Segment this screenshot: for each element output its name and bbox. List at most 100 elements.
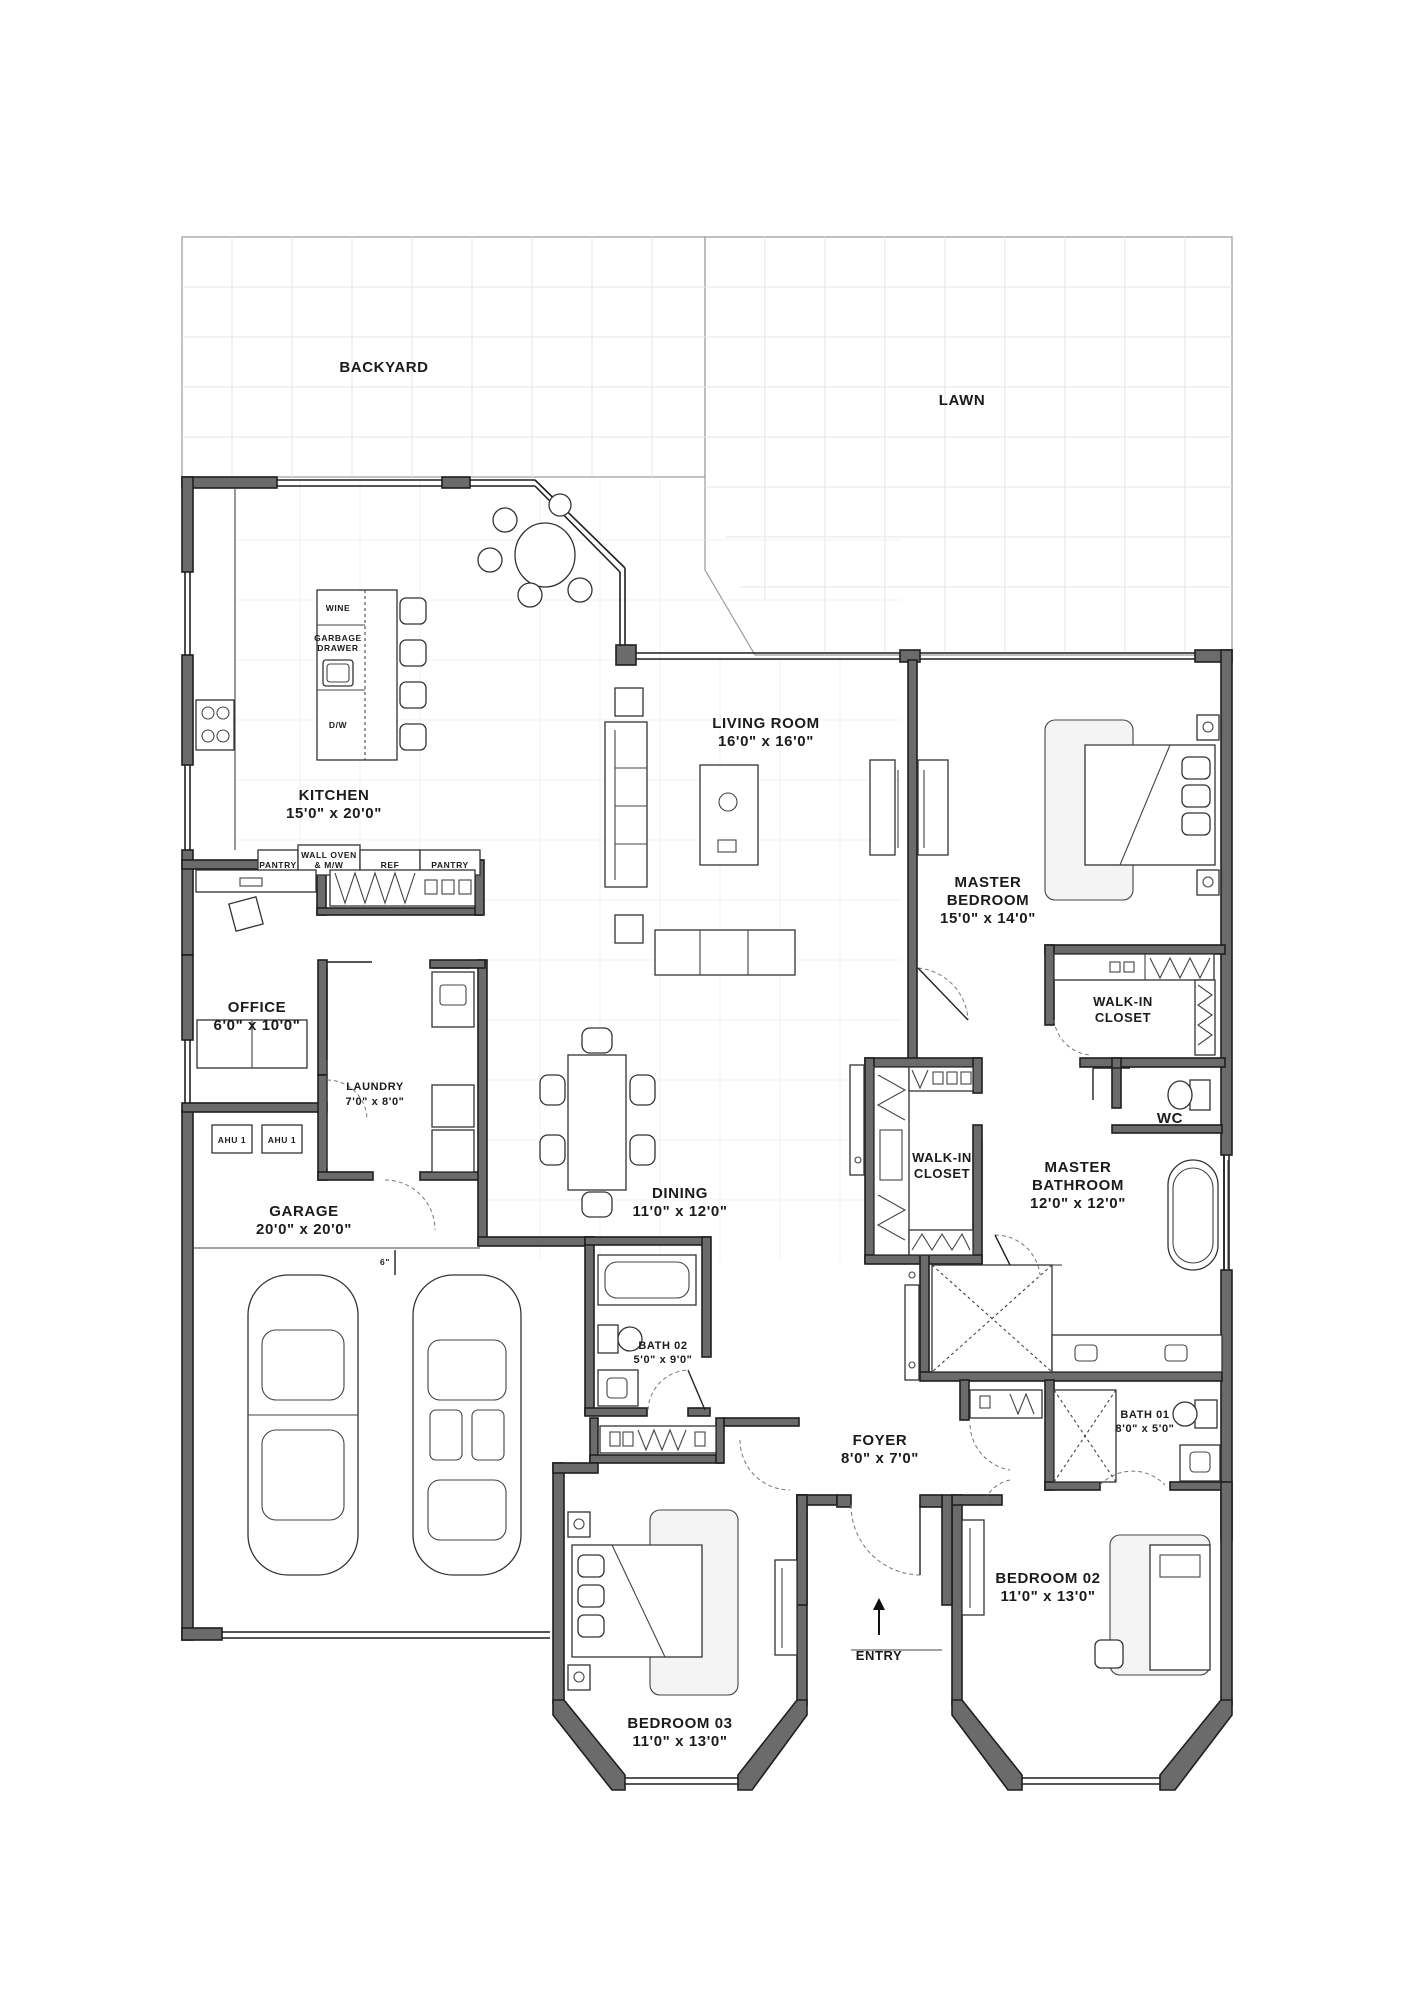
wall-closet-south [1079, 1057, 1226, 1068]
outdoor-grid [182, 237, 1232, 655]
car-convertible [412, 1274, 522, 1576]
wall-bath02-east [701, 1236, 712, 1358]
wall-entry-east [941, 1494, 953, 1606]
nightstand [567, 1664, 591, 1691]
dresser [774, 1559, 798, 1656]
wall-kitchen-north-mid [441, 476, 471, 489]
wall-laundry-south [317, 1171, 374, 1181]
bath02-toilet [597, 1324, 619, 1354]
breakfast-chair [517, 582, 543, 608]
dining-chair [539, 1134, 566, 1166]
master-closet-label-1: WALK-IN [1093, 994, 1153, 1009]
lawn-area [704, 236, 1233, 656]
bar-stool [399, 681, 427, 709]
office-chair [228, 896, 264, 932]
desk-chair [1094, 1639, 1124, 1669]
wall-laundry-top-e [429, 959, 486, 969]
breakfast-chair [567, 577, 593, 603]
master-closet-fixtures [1053, 953, 1216, 1111]
wall-wc-west [1111, 1057, 1122, 1109]
bath01-fixtures [969, 1389, 1221, 1483]
dining-furniture [539, 1027, 656, 1218]
tv-cabinet [917, 759, 949, 856]
laundry-size: 7'0" x 8'0" [346, 1096, 405, 1108]
garage-size: 20'0" x 20'0" [256, 1221, 352, 1238]
hall-closet-fixtures [849, 1064, 983, 1381]
wall-oven-label-2: & M/W [315, 860, 344, 870]
wall-garage-south [181, 1627, 223, 1641]
office-size: 6'0" x 10'0" [214, 1017, 301, 1034]
wall-east-upper [1220, 649, 1233, 1156]
bath01-toilet [1194, 1399, 1218, 1429]
wall-bed02-east [1220, 1481, 1233, 1706]
island-sink [322, 659, 354, 687]
breakfast-chair [477, 547, 503, 573]
wall-west-office [181, 954, 194, 1041]
breakfast-chair [492, 507, 518, 533]
wall-bath02-top [584, 1236, 711, 1246]
cooktop [195, 699, 235, 751]
entry-label: ENTRY [856, 1648, 903, 1663]
breakfast-chair [548, 493, 572, 517]
nightstand [1196, 714, 1220, 741]
kitchen-fixtures: WINE GARBAGE DRAWER D/W PANTRY WALL OVEN… [195, 488, 593, 876]
hall-closet-label-1: WALK-IN [912, 1150, 972, 1165]
wall-entry-west [796, 1494, 808, 1606]
wall-bed02-bay-right [1159, 1699, 1233, 1791]
wall-bed02-top [951, 1494, 1003, 1506]
loveseat [654, 929, 796, 976]
bath01-size: 8'0" x 5'0" [1116, 1423, 1175, 1435]
wall-bath01-west [1044, 1379, 1055, 1491]
wall-bath01-south [1044, 1481, 1101, 1491]
wall-laundry-east [477, 959, 488, 1246]
desk [1149, 1544, 1211, 1671]
hall-closet-label-2: CLOSET [914, 1166, 970, 1181]
wall-hall-closet-west [864, 1057, 875, 1264]
bathtub [1167, 1159, 1219, 1271]
garage-fixtures: AHU 1 AHU 1 6" [193, 1124, 522, 1576]
garage-step-label: 6" [380, 1257, 390, 1267]
dining-chair [629, 1074, 656, 1106]
wall-bed02-bay-left [951, 1699, 1023, 1791]
bath02-vanity [597, 1369, 639, 1407]
foyer-size: 8'0" x 7'0" [841, 1450, 919, 1467]
wc-label: WC [1157, 1110, 1183, 1127]
dresser [961, 1519, 985, 1616]
linen-closet [599, 1425, 717, 1454]
entry-arrow [873, 1598, 885, 1635]
master-bath-label-2: BATHROOM [1032, 1177, 1124, 1194]
master-bedroom-size: 15'0" x 14'0" [940, 910, 1036, 927]
living-room-size: 16'0" x 16'0" [718, 733, 814, 750]
wall-hall-closet-east-top [972, 1057, 983, 1094]
washer [431, 1084, 475, 1128]
wall-foyer-top-e [723, 1417, 800, 1427]
ref-label: REF [381, 860, 400, 870]
wall-oven-label-1: WALL OVEN [301, 850, 357, 860]
car-sedan [247, 1274, 359, 1576]
media-console [869, 759, 896, 856]
bath01-vanity [1179, 1444, 1221, 1482]
wall-entry-post-left [836, 1494, 852, 1508]
island-dw-label: D/W [329, 720, 348, 730]
vanity [1051, 1334, 1223, 1373]
office-label: OFFICE [228, 999, 287, 1016]
bar-stool [399, 639, 427, 667]
side-table [614, 687, 644, 717]
master-bath-label-1: MASTER [1045, 1159, 1112, 1176]
kitchen-size: 15'0" x 20'0" [286, 805, 382, 822]
pantry-left-label: PANTRY [259, 860, 297, 870]
master-bedroom-label-1: MASTER [955, 874, 1022, 891]
wall-laundry-south-e [419, 1171, 486, 1181]
sofa [604, 721, 648, 888]
wall-bath02-south-e [687, 1407, 711, 1417]
bedroom02-furniture [961, 1519, 1211, 1676]
wall-bed03-west [552, 1462, 565, 1704]
dining-chair [539, 1074, 566, 1106]
ahu-unit [211, 1124, 253, 1154]
wall-office-cabinet-bottom [316, 907, 483, 916]
dining-chair [581, 1027, 613, 1054]
bedroom03-size: 11'0" x 13'0" [632, 1733, 727, 1750]
pantry-right-label: PANTRY [431, 860, 469, 870]
master-closet-label-2: CLOSET [1095, 1010, 1151, 1025]
kitchen-label: KITCHEN [299, 787, 370, 804]
